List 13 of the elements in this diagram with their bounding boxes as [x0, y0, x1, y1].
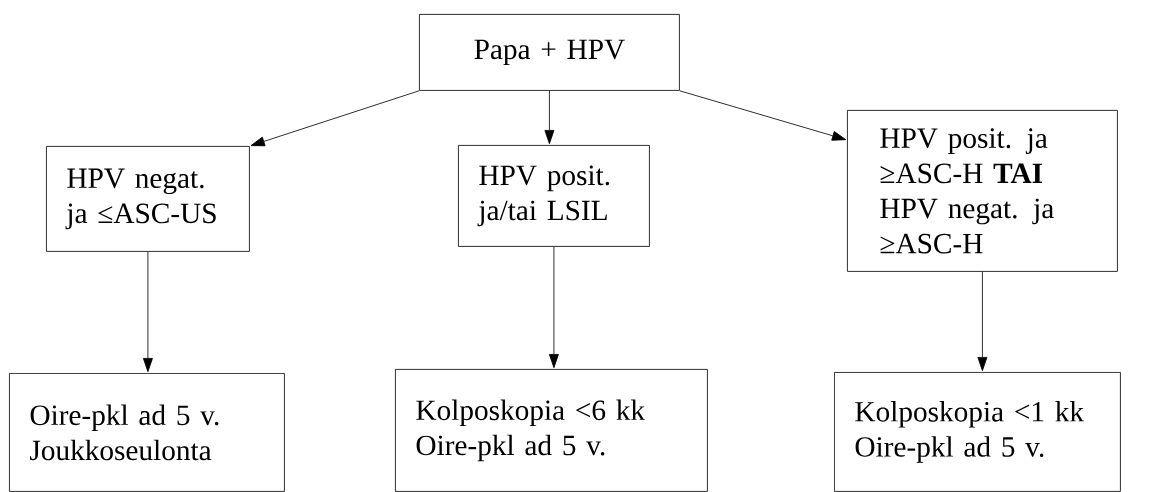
- arrow: [977, 271, 988, 372]
- process-box: HPV posit. ja ≥ASC-H TAI HPV negat. ja ≥ASC-H: [847, 110, 1118, 272]
- process-box: Kolposkopia <1 kk Oire-pkl ad 5 v.: [834, 372, 1121, 492]
- arrow: [250, 90, 420, 147]
- process-box: HPV negat. ja ≤ASC-US: [46, 146, 250, 252]
- arrow: [679, 90, 847, 141]
- arrow: [142, 251, 153, 373]
- process-box: Oire-pkl ad 5 v. Joukkoseulonta: [9, 373, 285, 492]
- arrow: [548, 246, 559, 369]
- process-box: Kolposkopia <6 kk Oire-pkl ad 5 v.: [395, 369, 708, 492]
- arrow: [544, 90, 555, 145]
- process-box: Papa + HPV: [419, 14, 680, 91]
- process-box: HPV posit. ja/tai LSIL: [458, 145, 650, 247]
